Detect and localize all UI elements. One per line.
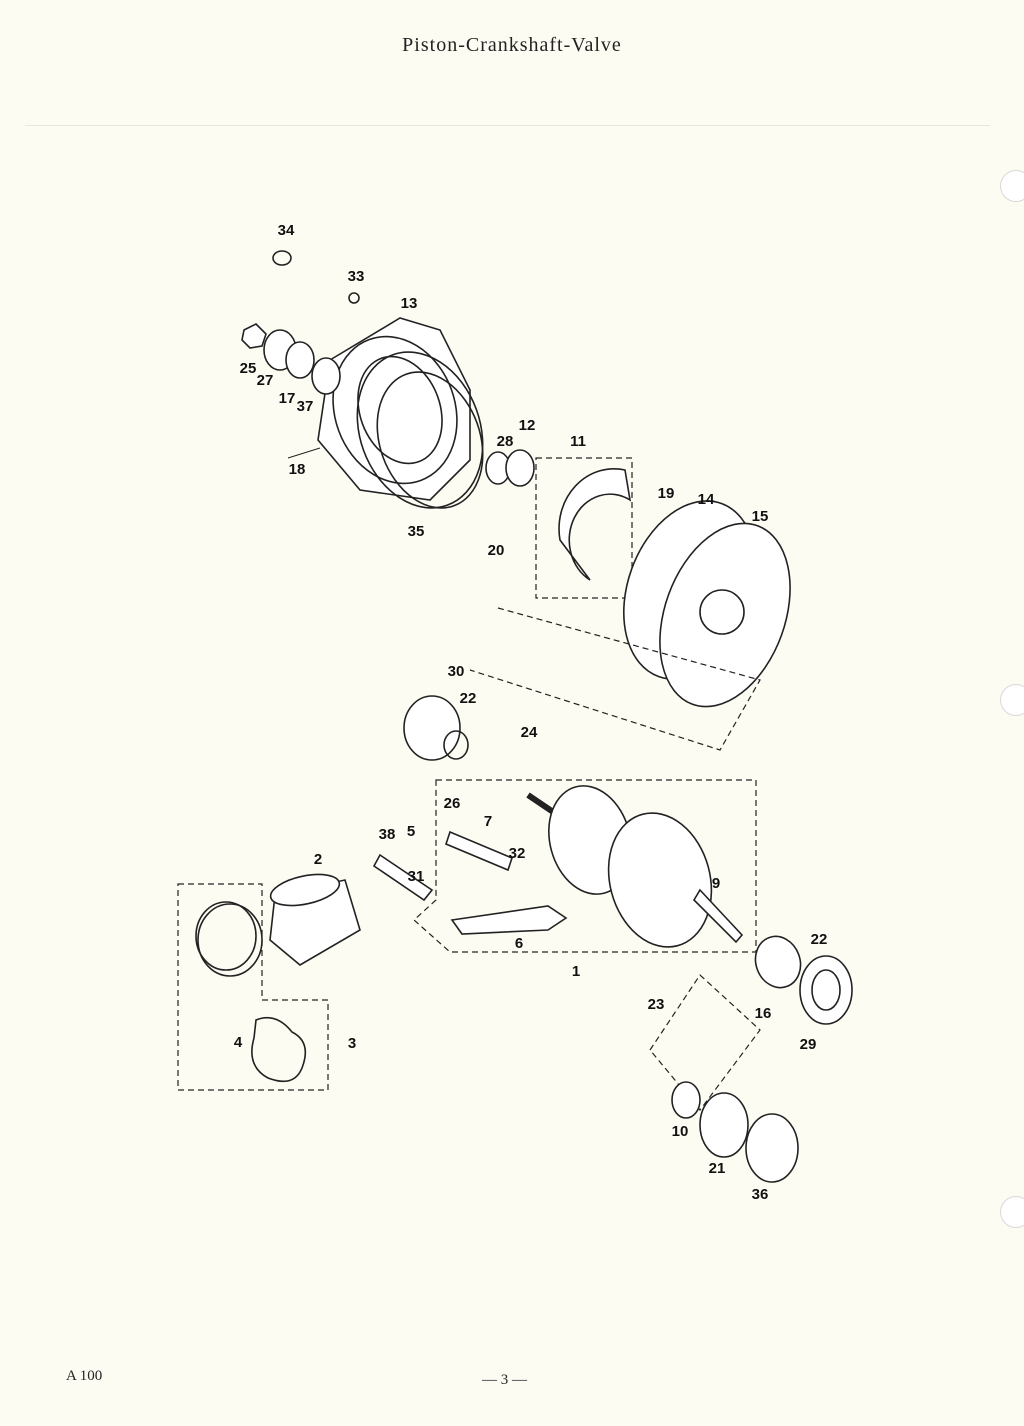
part-screw-18	[287, 447, 321, 459]
binder-hole	[1000, 170, 1024, 202]
callout-label: 6	[515, 935, 523, 952]
callout-label: 28	[497, 433, 514, 450]
callout-label: 24	[521, 724, 538, 741]
part-piston-pin-5	[372, 853, 434, 902]
callout-label: 1	[572, 963, 580, 980]
callout-label: 31	[408, 868, 425, 885]
part-plates-14-15	[622, 500, 791, 708]
callout-label: 21	[709, 1160, 726, 1177]
part-bearing-30	[403, 695, 469, 761]
callout-label: 5	[407, 823, 415, 840]
callout-label: 10	[672, 1123, 689, 1140]
binder-hole	[1000, 684, 1024, 716]
callout-label: 7	[484, 813, 492, 830]
callout-label: 9	[712, 875, 720, 892]
callout-label: 18	[289, 461, 306, 478]
callout-label: 15	[752, 508, 769, 525]
part-seal-33	[348, 292, 360, 304]
callout-label: 37	[297, 398, 314, 415]
callout-label: 22	[811, 931, 828, 948]
model-code: A 100	[66, 1368, 103, 1384]
part-gear-assembly	[241, 323, 341, 395]
callout-label: 33	[348, 268, 365, 285]
callout-label: 4	[234, 1034, 243, 1051]
callout-label: 16	[755, 1005, 772, 1022]
callout-label: 30	[448, 663, 465, 680]
callout-label: 22	[460, 690, 477, 707]
part-bearing-group-10-21-36	[671, 1081, 799, 1183]
callout-label: 17	[279, 390, 296, 407]
callout-label: 23	[648, 996, 665, 1013]
part-bearing-28-gear-12	[485, 449, 535, 487]
callout-label: 19	[658, 485, 675, 502]
part-crank-pin-7	[445, 830, 513, 872]
callout-label: 32	[509, 845, 526, 862]
part-seal-34	[272, 250, 292, 266]
callout-label: 20	[488, 542, 505, 559]
callout-label: 38	[379, 826, 396, 843]
callout-label: 13	[401, 295, 418, 312]
part-valve-cover	[317, 317, 484, 509]
guide-line	[469, 607, 761, 751]
part-connecting-rod-6	[450, 905, 568, 935]
part-piston-2	[269, 873, 361, 966]
callout-label: 12	[519, 417, 536, 434]
part-o-ring-35	[356, 351, 484, 509]
guide-line	[649, 974, 761, 1111]
bleed-through-line	[25, 125, 990, 126]
part-seal-16	[754, 935, 802, 989]
callout-label: 36	[752, 1186, 769, 1203]
callout-label: 3	[348, 1035, 356, 1052]
piston-ring-group-box	[177, 883, 329, 1091]
page-number: — 3 —	[482, 1372, 527, 1388]
callout-labels: 34 33 13 25 27 17 37 18 28 12 11 35 20 1…	[234, 222, 828, 1203]
part-rotary-valve	[558, 467, 632, 581]
part-bearing-29	[799, 955, 853, 1025]
callout-label: 26	[444, 795, 461, 812]
callout-label: 14	[698, 491, 715, 508]
part-piston-rings	[195, 901, 263, 977]
callout-label: 2	[314, 851, 322, 868]
page-title: Piston-Crankshaft-Valve	[402, 34, 622, 56]
callout-label: 11	[570, 433, 586, 450]
binder-hole	[1000, 1196, 1024, 1228]
part-expander-4	[251, 1016, 307, 1083]
crankshaft-group-box	[413, 779, 757, 953]
callout-label: 35	[408, 523, 425, 540]
callout-label: 27	[257, 372, 274, 389]
part-crankshaft	[526, 785, 744, 948]
callout-label: 29	[800, 1036, 817, 1053]
valve-group-box	[535, 457, 633, 599]
callout-label: 25	[240, 360, 257, 377]
callout-label: 34	[278, 222, 295, 239]
